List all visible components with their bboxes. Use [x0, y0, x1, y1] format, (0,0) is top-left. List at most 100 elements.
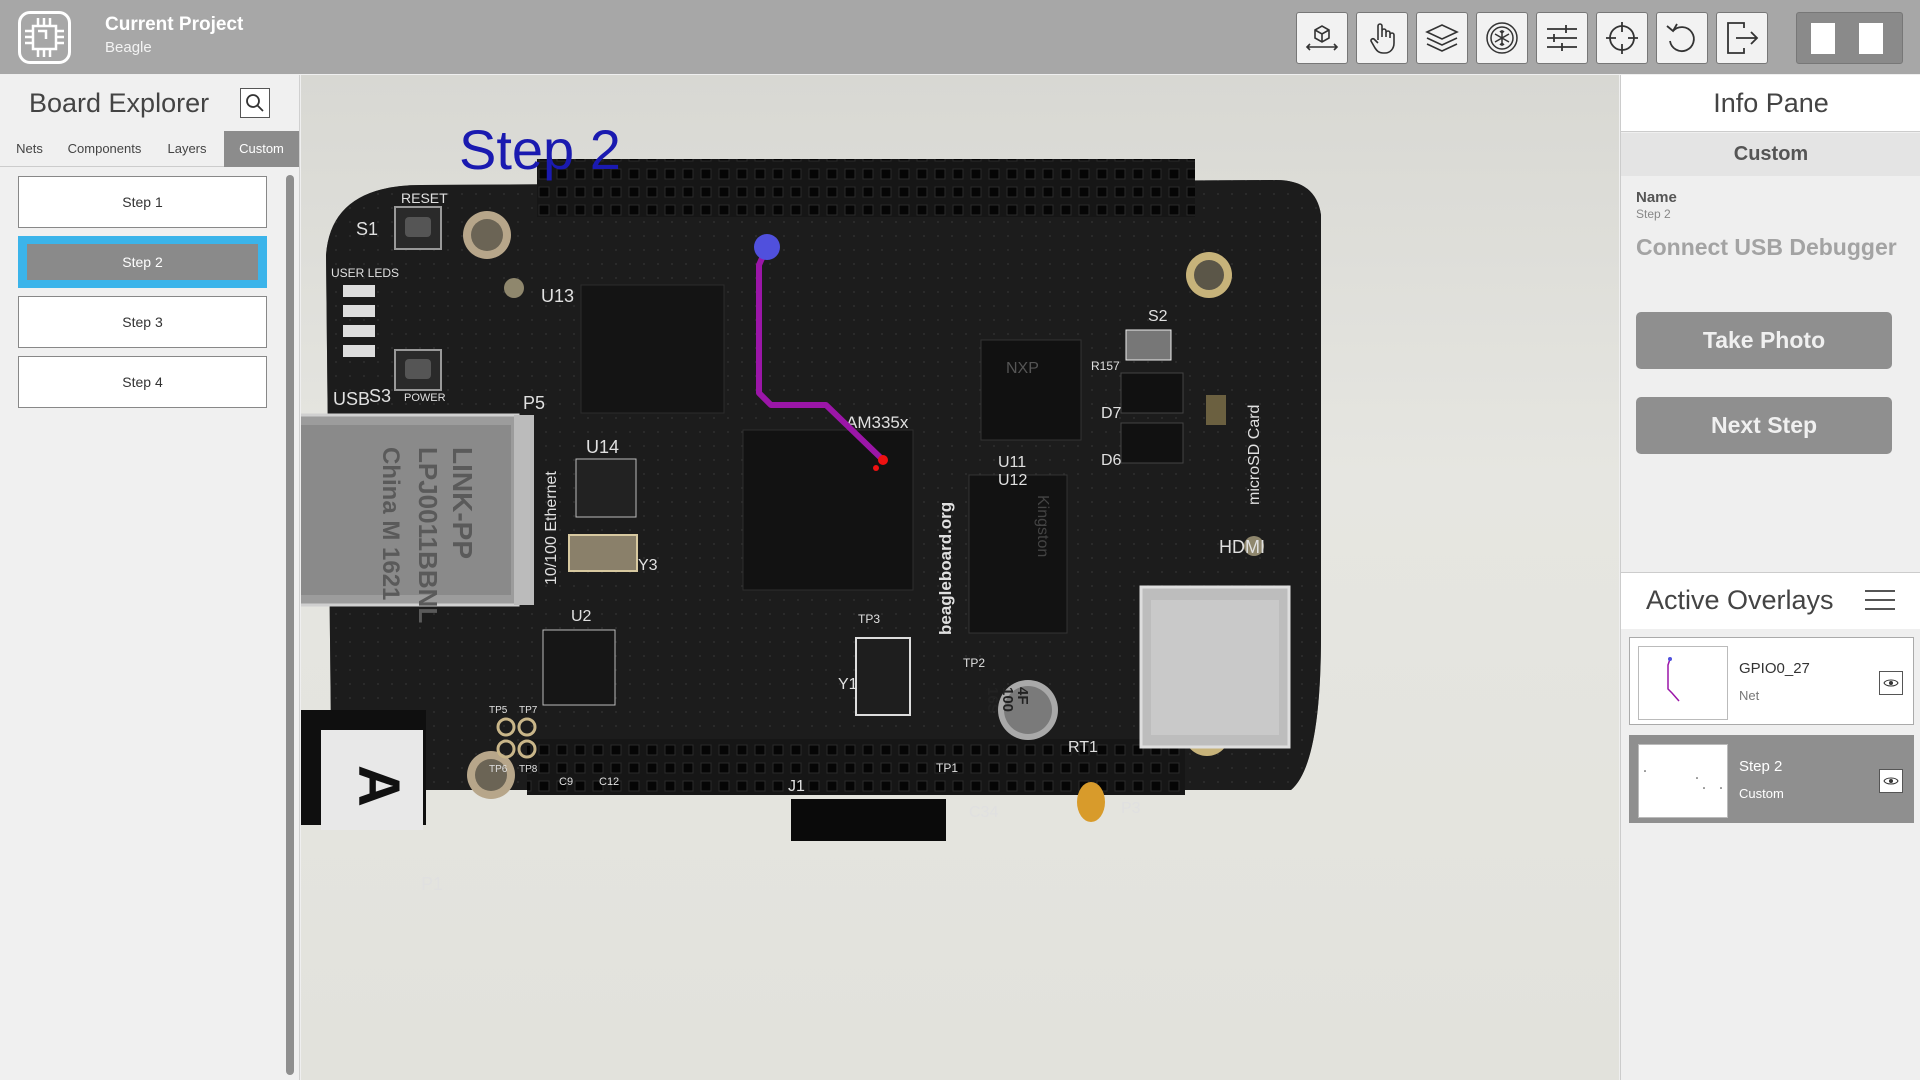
label-d6: D6: [1101, 452, 1122, 469]
undo-icon: [1666, 23, 1695, 52]
step-instruction: Connect USB Debugger: [1636, 234, 1897, 260]
label-power: POWER: [404, 392, 446, 404]
view-layout-toggle[interactable]: [1796, 12, 1903, 64]
hand-pointer-button[interactable]: [1356, 12, 1408, 64]
undo-button[interactable]: [1656, 12, 1708, 64]
left-pane-icon: [1811, 23, 1835, 54]
overlay-item-step2[interactable]: Step 2 Custom: [1629, 735, 1914, 823]
label-microsd: microSD Card: [1246, 405, 1263, 505]
snowflake-settings-icon: [1486, 22, 1518, 54]
board-canvas[interactable]: RESET S1 USER LEDS U13 USB S3 POWER P5 L…: [301, 75, 1619, 1080]
label-kingston: Kingston: [1034, 495, 1051, 557]
board-image: RESET S1 USER LEDS U13 USB S3 POWER P5 L…: [301, 159, 1321, 894]
label-hdmi: HDMI: [1219, 537, 1265, 557]
info-pane-title: Info Pane: [1621, 75, 1920, 132]
label-cap-4f: 4F: [1014, 687, 1031, 705]
label-china: China M 1621: [377, 447, 404, 600]
label-s3: S3: [369, 386, 391, 406]
step-heading: Step 2: [459, 118, 621, 181]
overlay-thumbnail: [1638, 646, 1728, 720]
info-section-title: Custom: [1621, 133, 1920, 176]
top-bar: Current Project Beagle: [0, 0, 1920, 74]
label-r157: R157: [1091, 359, 1120, 373]
label-barrel-a: A: [346, 765, 411, 807]
take-photo-button[interactable]: Take Photo: [1636, 312, 1892, 369]
tab-nets[interactable]: Nets: [16, 141, 43, 156]
exit-icon: [1727, 22, 1759, 54]
label-d7: D7: [1101, 405, 1122, 422]
step-item-2[interactable]: Step 2: [18, 236, 267, 288]
overlay-name: Step 2: [1739, 758, 1783, 775]
hand-pointer-icon: [1370, 23, 1395, 54]
label-p5: P5: [523, 393, 545, 413]
eye-icon[interactable]: [1879, 769, 1903, 793]
label-tp3: TP3: [858, 612, 880, 626]
overlay-thumbnail: [1638, 744, 1728, 818]
step-item-4[interactable]: Step 4: [18, 356, 267, 408]
snowflake-settings-button[interactable]: [1476, 12, 1528, 64]
active-overlays-header: Active Overlays: [1621, 572, 1920, 629]
label-u13: U13: [541, 286, 574, 306]
label-u2: U2: [571, 608, 592, 625]
label-beagleboard: beagleboard.org: [936, 502, 955, 635]
toolbar: [1296, 12, 1768, 64]
label-c9: C9: [559, 776, 573, 788]
step-item-3[interactable]: Step 3: [18, 296, 267, 348]
layers-icon: [1425, 24, 1459, 52]
app-logo-icon: [18, 11, 71, 64]
sliders-icon: [1547, 25, 1577, 51]
explorer-scrollbar[interactable]: [286, 175, 294, 1075]
board-view-icon: [1305, 25, 1339, 51]
layers-button[interactable]: [1416, 12, 1468, 64]
crosshair-icon: [1606, 22, 1638, 54]
tab-components[interactable]: Components: [67, 141, 142, 156]
label-c34: C34: [969, 804, 998, 821]
label-ethernet: 10/100 Ethernet: [543, 471, 560, 585]
board-view-button[interactable]: [1296, 12, 1348, 64]
label-tp8: TP8: [519, 764, 538, 775]
label-lpj: LPJ0011BBNL: [413, 447, 443, 623]
explorer-tabs: Nets Components Layers Custom: [0, 131, 300, 167]
label-rt1: RT1: [1068, 739, 1098, 756]
label-tp1: TP1: [936, 761, 958, 775]
label-p3: P3: [1121, 800, 1141, 817]
overlay-type: Net: [1739, 688, 1760, 703]
label-nxp: NXP: [1006, 360, 1039, 377]
sliders-button[interactable]: [1536, 12, 1588, 64]
right-pane-icon: [1859, 23, 1883, 54]
label-u14: U14: [586, 437, 619, 457]
menu-icon[interactable]: [1865, 590, 1895, 612]
label-c12: C12: [599, 776, 619, 788]
crosshair-button[interactable]: [1596, 12, 1648, 64]
label-tp2: TP2: [963, 656, 985, 670]
label-p1: P1: [421, 874, 443, 894]
board-explorer-title: Board Explorer: [29, 88, 210, 118]
header-p9-top: [537, 159, 1195, 217]
active-overlays-title: Active Overlays: [1646, 585, 1834, 615]
header-p8-bottom: [527, 739, 1185, 795]
search-button[interactable]: [240, 88, 270, 118]
label-tp7: TP7: [519, 705, 538, 716]
label-am335x: AM335x: [846, 413, 909, 432]
tab-layers[interactable]: Layers: [167, 141, 207, 156]
label-s1: S1: [356, 219, 378, 239]
overlay-item-gpio[interactable]: GPIO0_27 Net: [1629, 637, 1914, 725]
tab-custom[interactable]: Custom: [224, 131, 299, 167]
project-name: Beagle: [105, 39, 152, 56]
trace-start-dot: [754, 234, 780, 260]
label-cap-100: 100: [999, 687, 1016, 712]
board-explorer-panel: Board Explorer Nets Components Layers Cu…: [0, 75, 300, 1080]
step-item-1[interactable]: Step 1: [18, 176, 267, 228]
label-usb: USB: [333, 389, 370, 409]
label-s2: S2: [1148, 308, 1168, 325]
exit-button[interactable]: [1716, 12, 1768, 64]
name-value: Step 2: [1636, 207, 1671, 221]
label-u11: U11: [998, 454, 1026, 471]
label-tp5: TP5: [489, 705, 508, 716]
eye-icon[interactable]: [1879, 671, 1903, 695]
step-list: Step 1 Step 2 Step 3 Step 4: [18, 176, 267, 416]
project-title: Current Project: [105, 14, 244, 35]
label-y3: Y3: [638, 557, 658, 574]
label-y1: Y1: [838, 676, 858, 693]
next-step-button[interactable]: Next Step: [1636, 397, 1892, 454]
